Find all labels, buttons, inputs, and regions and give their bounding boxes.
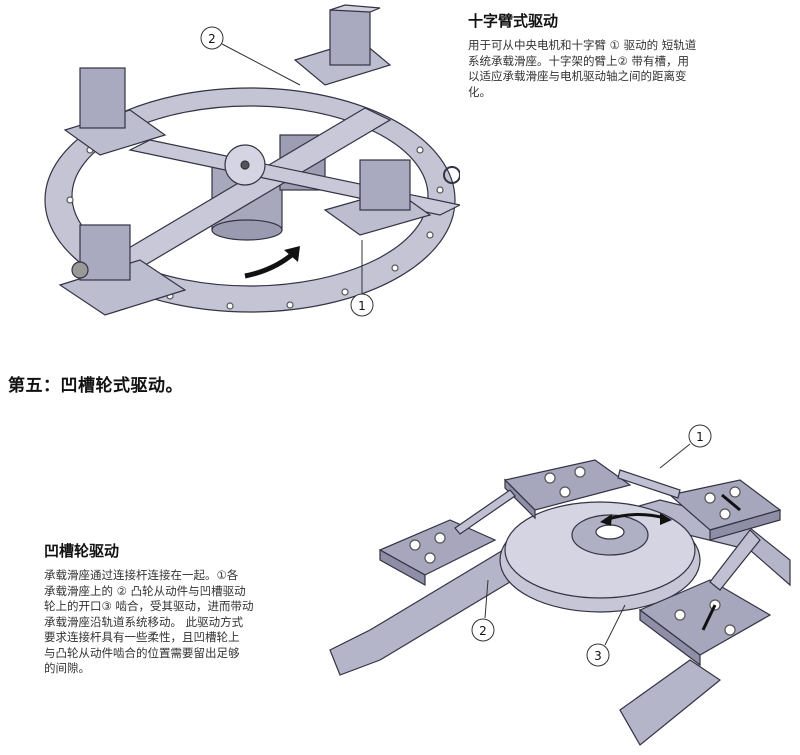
callout-2-top: 2 (208, 32, 216, 46)
callout-1-top: 1 (358, 299, 366, 313)
callout-circle-1-bottom (688, 424, 712, 448)
connecting-rod-c (709, 529, 761, 591)
callout-2-bottom: 2 (479, 624, 487, 638)
carriage-right (323, 159, 460, 236)
carriage-move-arrow-a (721, 493, 741, 512)
connecting-rod-a (454, 489, 516, 535)
cross-arm-description: 用于可从中央电机和十字臂 ① 驱动的 短轨道 系统承载滑座。十字架的臂上② 带有… (468, 38, 697, 99)
callout-circle-3-bottom (586, 643, 610, 667)
connecting-rod-b (617, 469, 681, 499)
carriage-move-arrow-b (701, 604, 717, 631)
cross-arm-title: 十字臂式驱动 (468, 12, 559, 30)
callout-1-bottom: 1 (696, 430, 704, 444)
carriage-bottom (58, 224, 187, 316)
carriage-3 (668, 479, 782, 541)
carriage-left (63, 67, 167, 156)
carriage-1 (378, 519, 497, 587)
slotted-wheel-drive-illustration: 1 2 3 (329, 424, 791, 746)
callout-circle-1-top (350, 293, 374, 317)
cross-arm-drive-illustration: 2 1 (44, 4, 460, 317)
slotted-wheel-description: 承载滑座通过连接杆连接在一起。①各 承载滑座上的 ② 凸轮从动件与凹槽驱动 轮上… (44, 568, 254, 675)
slotted-wheel-title: 凹槽轮驱动 (44, 542, 120, 560)
carriage-top (293, 4, 392, 86)
callout-circle-2-bottom (471, 618, 495, 642)
callout-3-bottom: 3 (594, 649, 602, 663)
carriage-4 (638, 579, 772, 667)
callout-circle-2-top (200, 26, 224, 50)
carriage-2 (503, 459, 632, 520)
section-heading: 第五：凹槽轮式驱动。 (8, 376, 183, 396)
